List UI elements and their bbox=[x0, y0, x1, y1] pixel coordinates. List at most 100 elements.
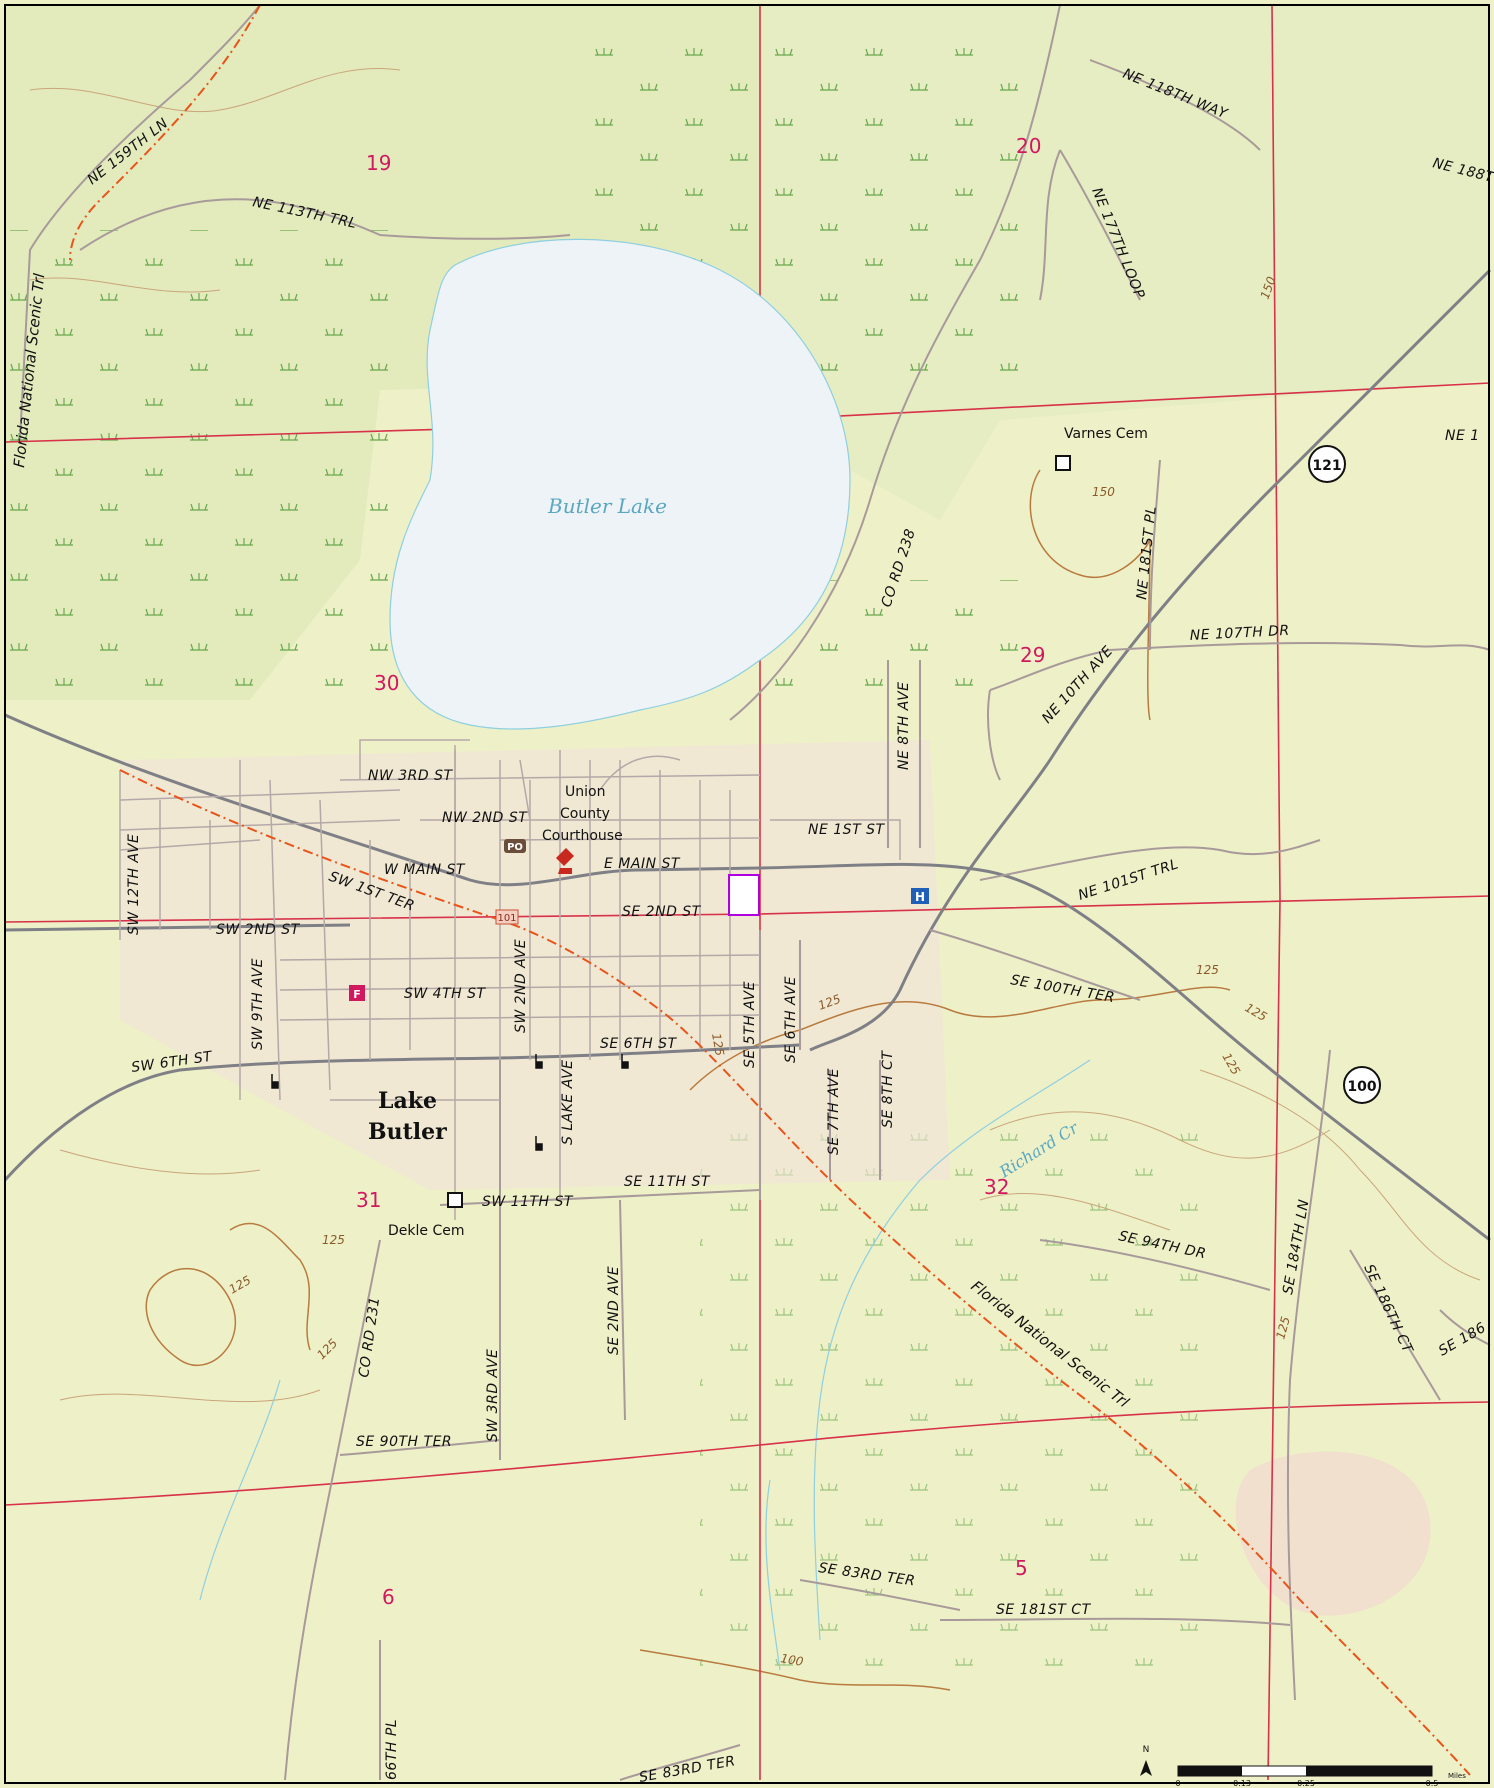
section-number-6: 6 bbox=[382, 1585, 395, 1609]
contour-misc-2 bbox=[979, 1111, 1331, 1231]
road-label: SE 6TH ST bbox=[600, 1036, 678, 1052]
contour-label: 100 bbox=[779, 1651, 804, 1669]
church-icon bbox=[535, 1136, 543, 1151]
road-label: SW 11TH ST bbox=[482, 1194, 574, 1210]
butler-lake[interactable] bbox=[389, 238, 851, 730]
fire-station-label: F bbox=[353, 988, 361, 1001]
contour-label: 150 bbox=[1092, 485, 1115, 499]
contour-misc-3 bbox=[1199, 1069, 1481, 1281]
selection-box[interactable] bbox=[728, 874, 760, 916]
road-label: SE 7TH AVE bbox=[826, 1068, 842, 1155]
road-ne10[interactable] bbox=[987, 649, 1111, 781]
stream-2 bbox=[765, 1479, 781, 1671]
highway-shield-100-label: 100 bbox=[1347, 1079, 1376, 1095]
fire-station-icon[interactable] bbox=[349, 985, 365, 1001]
road-ne113[interactable] bbox=[79, 198, 571, 251]
road-ne159[interactable] bbox=[19, 4, 261, 441]
road-label: NE 107TH DR bbox=[1189, 623, 1290, 644]
svg-text:0: 0 bbox=[1175, 1779, 1180, 1788]
road-label: SE 5TH AVE bbox=[742, 981, 758, 1068]
highway-sw6[interactable] bbox=[3, 1043, 801, 1182]
road-label: SW 3RD AVE bbox=[485, 1349, 501, 1442]
section-number-30: 30 bbox=[374, 671, 399, 695]
highway-121[interactable] bbox=[809, 268, 1492, 1052]
cemetery-icon bbox=[447, 1192, 463, 1208]
road-se83b[interactable] bbox=[619, 1744, 741, 1781]
road-se184[interactable] bbox=[1286, 1049, 1331, 1701]
road-ne8[interactable] bbox=[887, 660, 921, 848]
road-sw2nd[interactable] bbox=[4, 923, 351, 932]
road-label: SE 181ST CT bbox=[996, 1602, 1092, 1618]
section-number-32: 32 bbox=[984, 1175, 1009, 1199]
road-se90[interactable] bbox=[339, 1439, 501, 1456]
marsh-symbols-s bbox=[700, 1110, 1200, 1670]
svg-text:0.25: 0.25 bbox=[1297, 1779, 1315, 1788]
hospital-icon[interactable] bbox=[911, 888, 929, 904]
contour-100 bbox=[639, 1649, 951, 1691]
route-marker bbox=[495, 909, 519, 925]
sand-tint bbox=[1235, 1451, 1431, 1616]
town-street-grid bbox=[119, 739, 901, 1220]
church-icon bbox=[621, 1054, 629, 1069]
contour-misc-1 bbox=[29, 68, 401, 293]
road-label: SE 2ND AVE bbox=[606, 1266, 622, 1355]
road-label: E MAIN ST bbox=[604, 856, 681, 872]
post-office-icon[interactable] bbox=[504, 839, 526, 853]
road-label: NE 8TH AVE bbox=[896, 681, 912, 770]
road-se100[interactable] bbox=[929, 929, 1141, 1001]
courthouse-label-1: Union bbox=[565, 784, 605, 800]
road-co231[interactable] bbox=[284, 1239, 381, 1781]
road-se2ave[interactable] bbox=[619, 1199, 626, 1421]
route-marker-label: 101 bbox=[497, 913, 516, 924]
contour-125-north bbox=[689, 986, 1231, 1091]
road-label: SW 4TH ST bbox=[404, 986, 487, 1002]
road-ne107[interactable] bbox=[1109, 641, 1491, 651]
section-number-5: 5 bbox=[1015, 1556, 1028, 1580]
contour-label: 125 bbox=[322, 1233, 345, 1247]
road-se94[interactable] bbox=[1039, 1239, 1271, 1291]
section-number-20: 20 bbox=[1016, 134, 1041, 158]
road-co238[interactable] bbox=[729, 4, 1061, 721]
svg-text:0.5: 0.5 bbox=[1426, 1779, 1439, 1788]
highway-shield-100[interactable] bbox=[1343, 1066, 1381, 1104]
town-name-line2: Butler bbox=[368, 1119, 447, 1145]
road-label: SW 2ND AVE bbox=[513, 939, 529, 1033]
highway-shield-121[interactable] bbox=[1308, 445, 1346, 483]
road-label: SE 11TH ST bbox=[624, 1174, 711, 1190]
scale-bar: 0 0.13 0.25 0.5 Miles bbox=[1175, 1765, 1466, 1788]
road-label: SE 8TH CT bbox=[880, 1050, 896, 1128]
road-label: NE 1 bbox=[1445, 428, 1480, 444]
road-label: SE 90TH TER bbox=[356, 1434, 452, 1450]
section-number-19: 19 bbox=[366, 151, 391, 175]
church-icon bbox=[271, 1074, 279, 1089]
map-frame bbox=[4, 4, 1490, 1784]
contour-misc-4 bbox=[59, 1149, 321, 1403]
florida-national-scenic-trail-north[interactable] bbox=[69, 4, 261, 261]
contour-label: 125 bbox=[1196, 963, 1219, 977]
church-icon bbox=[535, 1054, 543, 1069]
stream-3 bbox=[199, 1379, 281, 1601]
section-number-31: 31 bbox=[356, 1188, 381, 1212]
road-label: NE 1ST ST bbox=[808, 822, 885, 838]
urban-tint bbox=[120, 740, 950, 1190]
road-label: 66TH PL bbox=[384, 1719, 400, 1780]
road-ne177[interactable] bbox=[1039, 149, 1141, 301]
highway-100[interactable] bbox=[4, 713, 1491, 1242]
contour-label: 125 bbox=[709, 1032, 727, 1057]
road-label: SE 2ND ST bbox=[622, 904, 702, 920]
road-ne181pl[interactable] bbox=[1149, 459, 1161, 651]
road-se186[interactable] bbox=[1349, 1249, 1491, 1401]
courthouse-icon[interactable] bbox=[556, 848, 574, 874]
road-label: S LAKE AVE bbox=[560, 1060, 576, 1146]
marsh-symbols-nw bbox=[5, 230, 395, 700]
hospital-label: H bbox=[915, 890, 925, 904]
road-sw11[interactable] bbox=[439, 1189, 761, 1206]
road-se83[interactable] bbox=[799, 1579, 961, 1611]
north-arrow: N bbox=[1140, 1745, 1152, 1776]
road-ne118[interactable] bbox=[1089, 59, 1261, 151]
road-label: W MAIN ST bbox=[384, 862, 466, 878]
road-label: SW 12TH AVE bbox=[126, 834, 142, 935]
road-se181[interactable] bbox=[939, 1617, 1291, 1626]
road-ne101[interactable] bbox=[979, 839, 1321, 881]
